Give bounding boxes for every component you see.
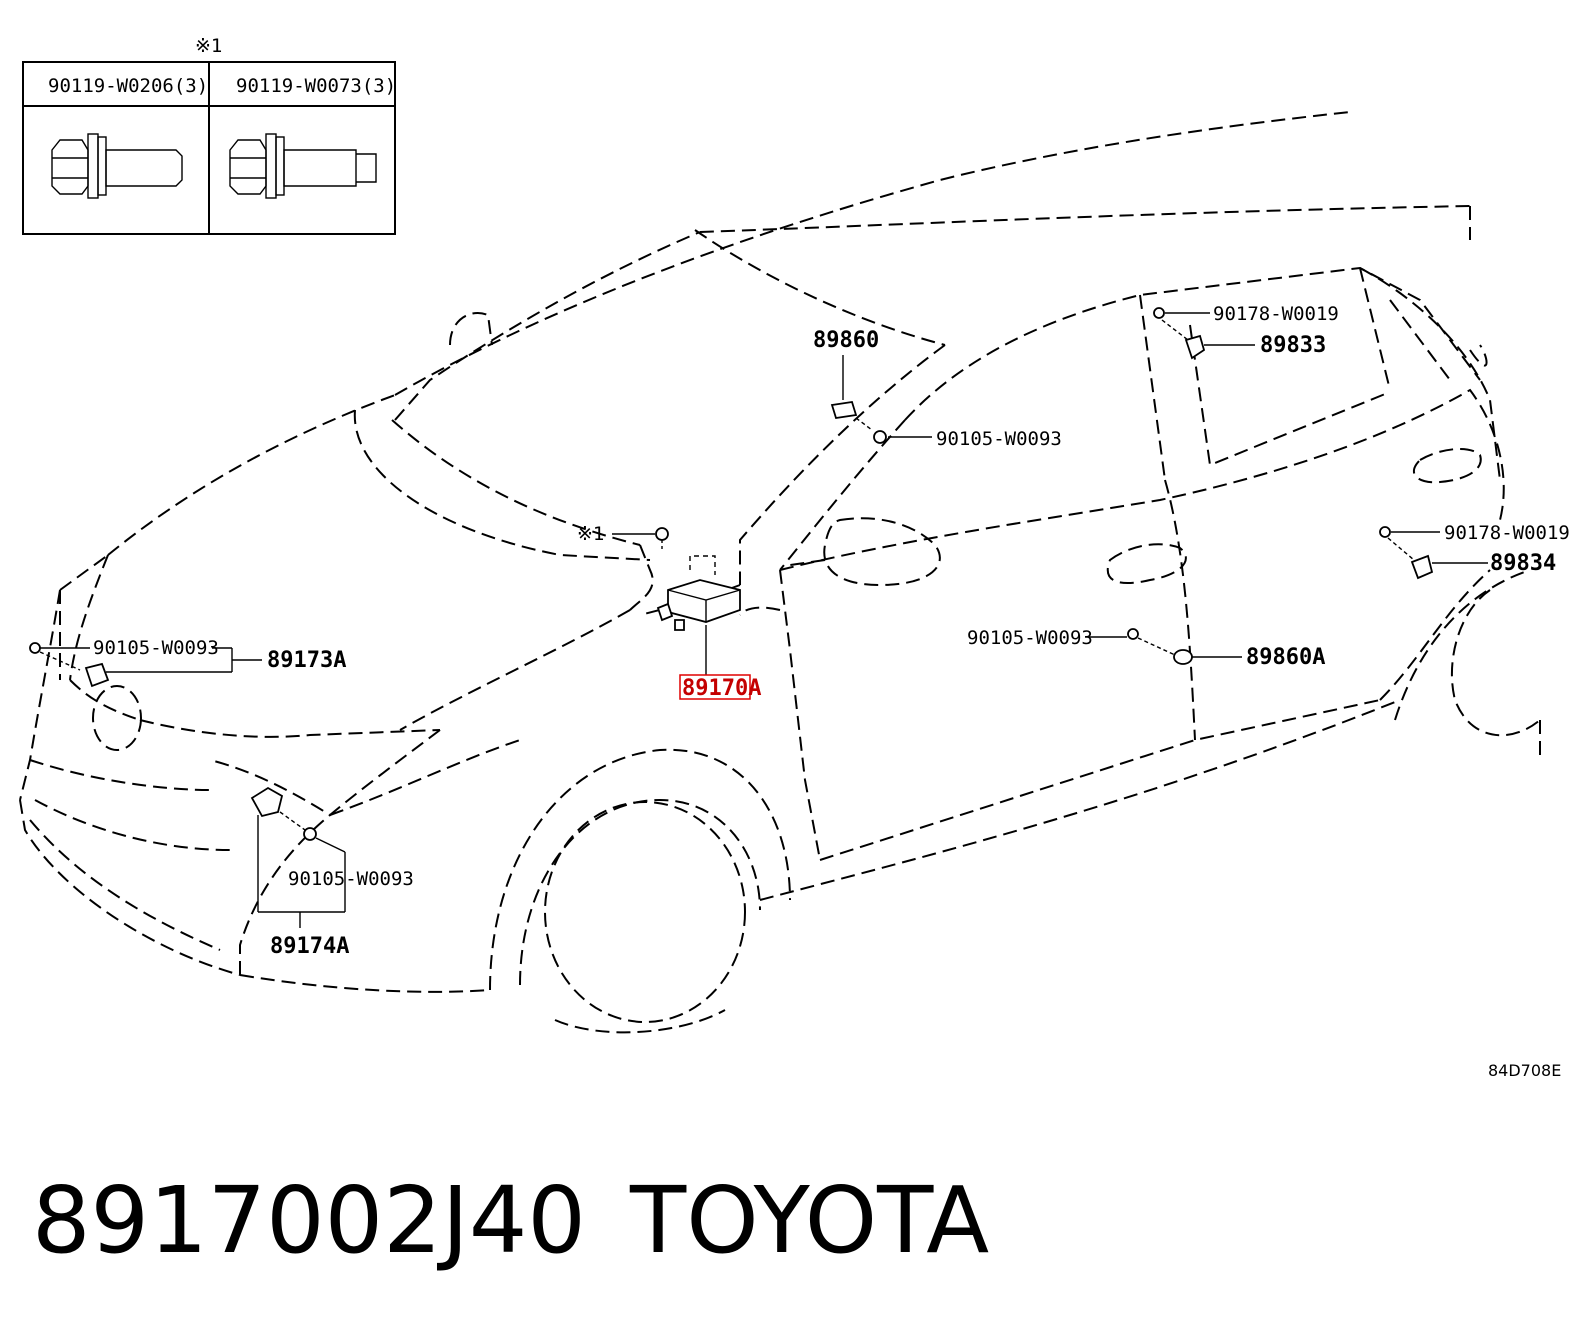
inset-marker: ※1 [195, 35, 222, 57]
part-90105-left-label: 90105-W0093 [93, 637, 219, 659]
part-90178-right-label: 90178-W0019 [1444, 522, 1570, 544]
bolt-icon [303, 827, 317, 841]
bolt-icon [29, 642, 41, 654]
flange-bolt-2-icon [229, 133, 377, 199]
marker-1-label: ※1 [577, 523, 604, 545]
sensor-89833-icon [1184, 334, 1206, 360]
sensor-89860A-icon [1173, 649, 1193, 665]
highlight-box [679, 674, 751, 700]
part-90105-bottom-label: 90105-W0093 [288, 868, 414, 890]
part-90105-top-label: 90105-W0093 [936, 428, 1062, 450]
bolt-icon [1379, 526, 1391, 538]
part-89170A-label: 89170A [682, 676, 761, 701]
part-90105-door-label: 90105-W0093 [967, 627, 1093, 649]
part-89833-label: 89833 [1260, 333, 1326, 358]
bolt-inset-table: ※1 90119-W0206(3) 90119-W0073(3) [22, 35, 396, 235]
sensor-89173A-icon [84, 662, 110, 688]
part-89860A-label: 89860A [1246, 645, 1325, 670]
sensor-89860-icon [830, 400, 858, 420]
diagram-ref-code: 84D708E [1488, 1061, 1561, 1080]
airbag-ecu-89170A-icon [667, 579, 741, 623]
flange-bolt-1-icon [51, 133, 183, 199]
part-89860-label: 89860 [813, 328, 879, 353]
vehicle-outline [19, 111, 1541, 1034]
parts-and-leaders: 89860 90105-W0093 90178-W0019 89833 9017… [29, 303, 1570, 959]
bolt-icon [1127, 628, 1139, 640]
footer-brand: TOYOTA [629, 1167, 989, 1274]
bolt-icon [655, 527, 669, 541]
inset-bolt-1-label: 90119-W0206(3) [48, 75, 208, 97]
footer-part-number: 8917002J40 [32, 1167, 586, 1274]
sensor-89174A-icon [250, 786, 284, 818]
part-90178-top-label: 90178-W0019 [1213, 303, 1339, 325]
part-89174A-label: 89174A [270, 934, 349, 959]
sensor-89834-icon [1410, 554, 1434, 580]
inset-bolt-2-label: 90119-W0073(3) [236, 75, 396, 97]
bolt-icon [1153, 307, 1165, 319]
part-89173A-label: 89173A [267, 648, 346, 673]
part-89834-label: 89834 [1490, 551, 1556, 576]
bolt-icon [873, 430, 887, 444]
